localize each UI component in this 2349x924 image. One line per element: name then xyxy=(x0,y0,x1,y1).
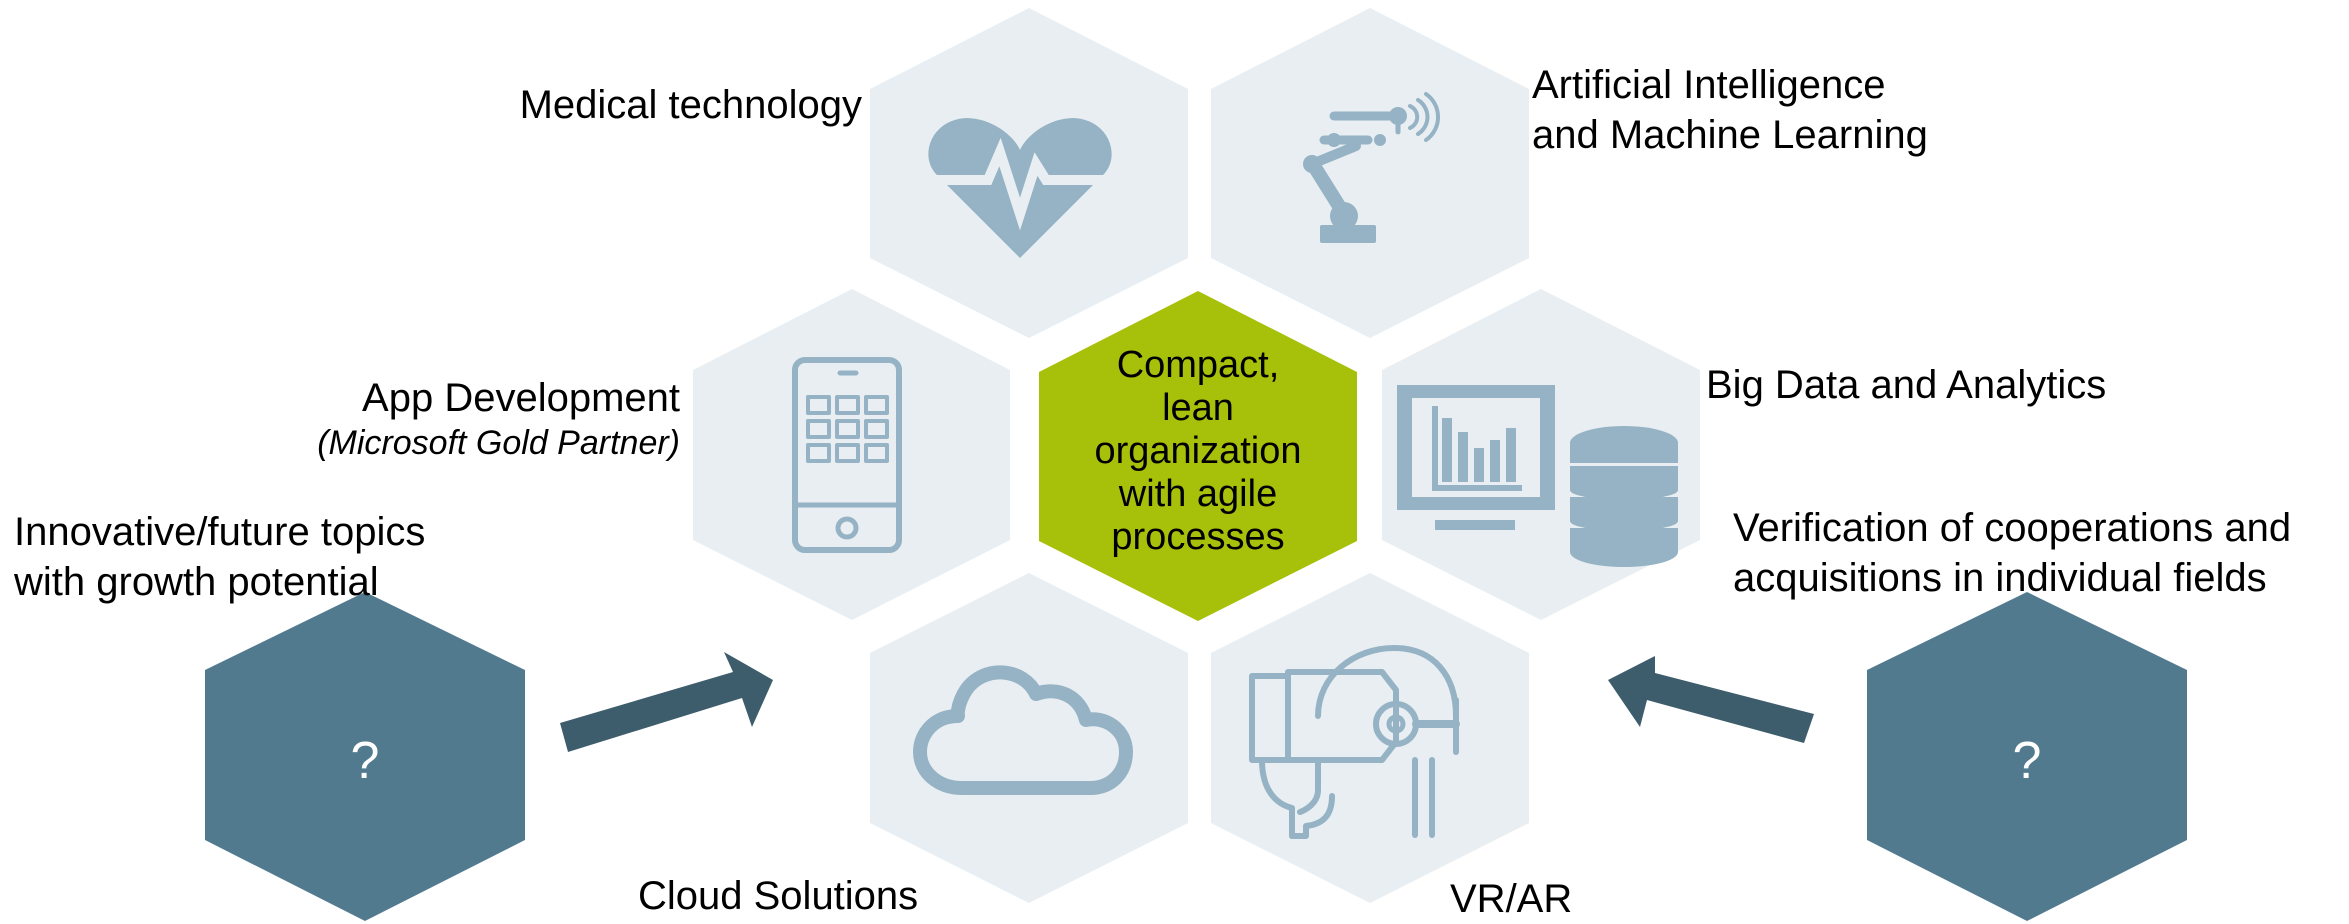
center-line-3: organization xyxy=(1094,430,1301,472)
label-ai: Artificial Intelligence and Machine Lear… xyxy=(1532,60,1928,160)
arrow-left-to-cluster xyxy=(560,652,773,752)
label-vrar-line: VR/AR xyxy=(1450,877,1573,921)
vr-headset-icon xyxy=(1249,645,1460,839)
label-app-line: App Development xyxy=(362,376,680,420)
center-line-4: with agile xyxy=(1118,473,1277,515)
arrow-right-to-cluster xyxy=(1608,656,1814,743)
analytics-database-icon xyxy=(1397,385,1678,567)
label-right-line-2: acquisitions in individual fields xyxy=(1733,556,2267,600)
hexagon-app xyxy=(693,289,1010,620)
center-line-2: lean xyxy=(1162,387,1234,429)
label-medical-line: Medical technology xyxy=(519,83,862,127)
hexagon-left-unknown xyxy=(205,592,525,921)
label-left-line-1: Innovative/future topics xyxy=(14,510,426,554)
smartphone-icon xyxy=(792,357,902,553)
label-bigdata-line: Big Data and Analytics xyxy=(1706,363,2107,407)
robot-arm-icon xyxy=(1303,92,1440,243)
hexagon-right-unknown xyxy=(1867,592,2187,921)
label-left-line-2: with growth potential xyxy=(14,560,379,604)
hexagon-center xyxy=(1039,291,1357,621)
label-app-sublabel: (Microsoft Gold Partner) xyxy=(317,424,680,462)
label-medical: Medical technology xyxy=(520,80,862,130)
heart-pulse-icon xyxy=(928,118,1112,258)
center-line-1: Compact, xyxy=(1117,344,1280,386)
hexagon-cloud xyxy=(870,573,1188,903)
label-app: App Development (Microsoft Gold Partner) xyxy=(317,373,680,463)
cloud-icon xyxy=(913,665,1133,795)
label-vrar: VR/AR xyxy=(1450,874,1572,924)
right-question-mark: ? xyxy=(2013,732,2042,790)
label-cloud: Cloud Solutions xyxy=(638,871,918,921)
left-question-mark: ? xyxy=(351,732,380,790)
label-ai-line-2: and Machine Learning xyxy=(1532,113,1928,157)
label-cloud-line: Cloud Solutions xyxy=(638,874,919,918)
label-left-block: Innovative/future topics with growth pot… xyxy=(14,507,425,607)
label-right-block: Verification of cooperations and acquisi… xyxy=(1733,503,2291,603)
hexagon-ai xyxy=(1211,8,1529,338)
label-right-line-1: Verification of cooperations and xyxy=(1733,506,2292,550)
hexagon-vrar xyxy=(1211,573,1529,903)
label-ai-line-1: Artificial Intelligence xyxy=(1532,63,1886,107)
center-text: Compact, lean organization with agile pr… xyxy=(1094,344,1301,558)
label-bigdata: Big Data and Analytics xyxy=(1706,360,2106,410)
center-line-5: processes xyxy=(1111,516,1284,558)
